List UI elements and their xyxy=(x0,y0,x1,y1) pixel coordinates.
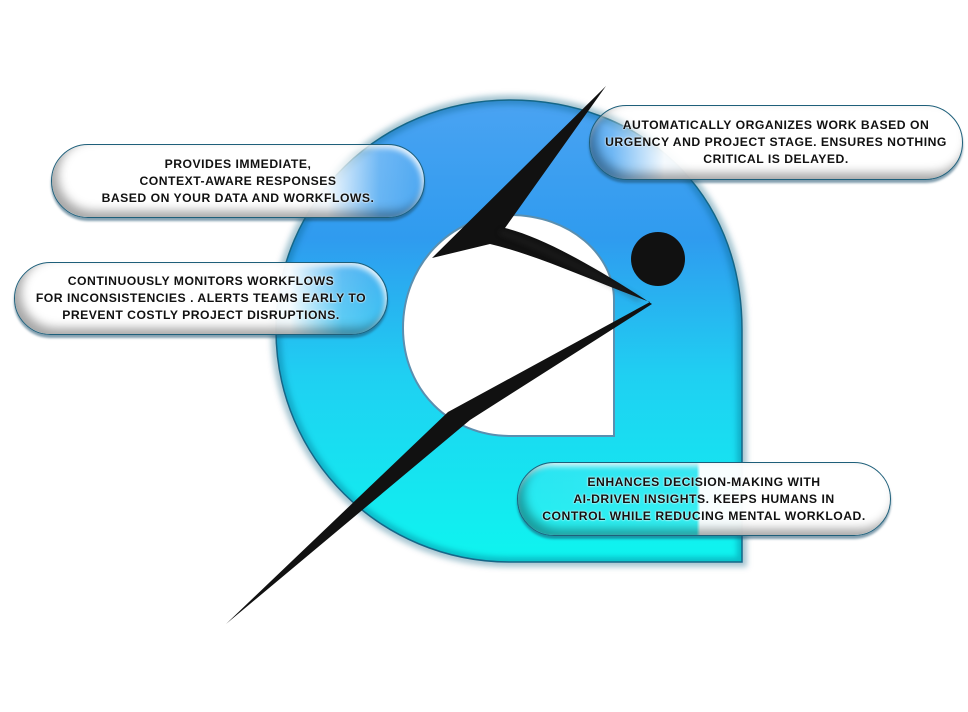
callout-line: FOR INCONSISTENCIES . ALERTS TEAMS EARLY… xyxy=(35,291,367,305)
callout-text: ENHANCES DECISION-MAKING WITH AI-DRIVEN … xyxy=(542,474,866,525)
callout-line: AUTOMATICALLY ORGANIZES WORK BASED ON xyxy=(622,118,930,132)
callout-auto-organize: AUTOMATICALLY ORGANIZES WORK BASED ON UR… xyxy=(589,105,963,180)
callout-line: ENHANCES DECISION-MAKING WITH xyxy=(587,474,821,489)
callout-decision-making: ENHANCES DECISION-MAKING WITH AI-DRIVEN … xyxy=(517,462,891,536)
lightning-bolt-icon xyxy=(226,86,652,624)
callout-line: CONTEXT-AWARE RESPONSES xyxy=(139,173,337,188)
callout-line: URGENCY AND PROJECT STAGE. ENSURES NOTHI… xyxy=(605,135,947,149)
callout-line: CRITICAL IS DELAYED. xyxy=(703,152,849,166)
callout-text: AUTOMATICALLY ORGANIZES WORK BASED ON UR… xyxy=(605,117,947,168)
callout-line: PROVIDES IMMEDIATE, xyxy=(164,156,312,171)
logo-dot-icon xyxy=(631,232,685,286)
callout-line: CONTINUOUSLY MONITORS WORKFLOWS xyxy=(67,274,335,288)
callout-line: CONTROL WHILE REDUCING MENTAL WORKLOAD. xyxy=(542,508,866,523)
callout-line: PREVENT COSTLY PROJECT DISRUPTIONS. xyxy=(62,308,340,322)
callout-line: AI-DRIVEN INSIGHTS. KEEPS HUMANS IN xyxy=(573,491,835,506)
callout-text: CONTINUOUSLY MONITORS WORKFLOWS FOR INCO… xyxy=(36,273,366,324)
callout-immediate-responses: PROVIDES IMMEDIATE, CONTEXT-AWARE RESPON… xyxy=(51,144,425,218)
callout-workflow-monitoring: CONTINUOUSLY MONITORS WORKFLOWS FOR INCO… xyxy=(14,262,388,335)
callout-text: PROVIDES IMMEDIATE, CONTEXT-AWARE RESPON… xyxy=(102,156,375,207)
callout-line: BASED ON YOUR DATA AND WORKFLOWS. xyxy=(101,190,375,205)
